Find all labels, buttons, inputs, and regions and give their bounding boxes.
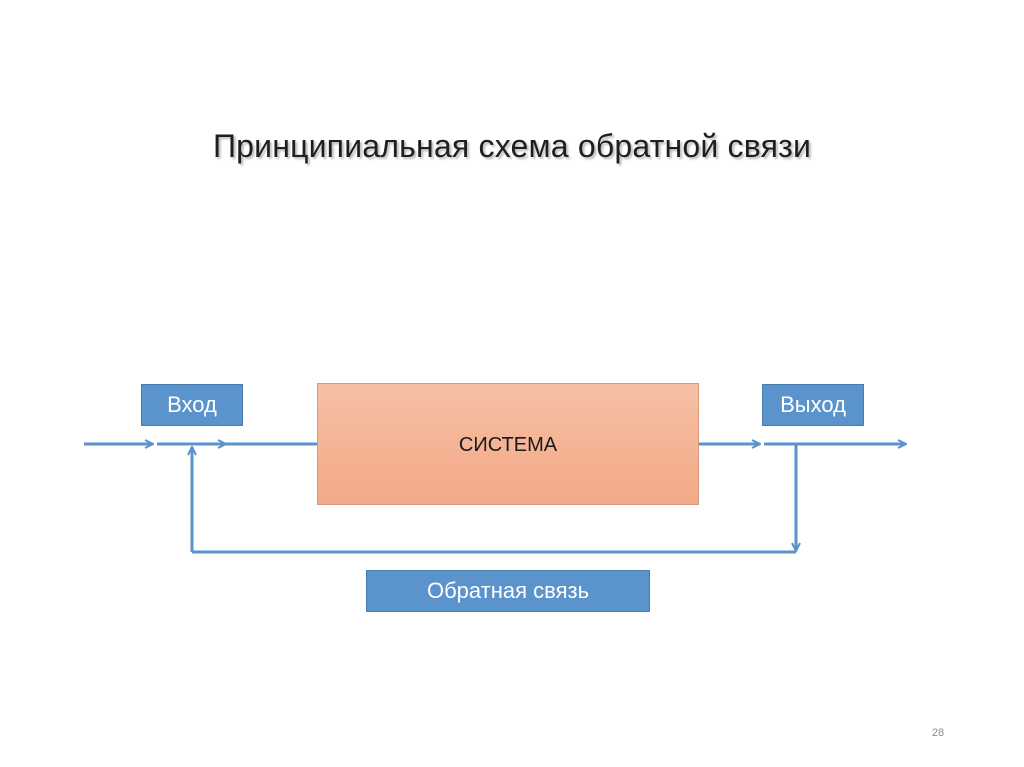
system-label: СИСТЕМА (458, 434, 558, 456)
system-box: СИСТЕМА (317, 383, 699, 505)
slide-title: Принципиальная схема обратной связи (212, 128, 812, 164)
feedback-label: Обратная связь (426, 578, 590, 603)
output-label: Выход (780, 392, 846, 417)
page-number: 28 (931, 727, 945, 739)
feedback-box: Обратная связь (366, 570, 650, 612)
input-label: Вход (167, 392, 217, 417)
input-box: Вход (141, 384, 243, 426)
output-box: Выход (762, 384, 864, 426)
